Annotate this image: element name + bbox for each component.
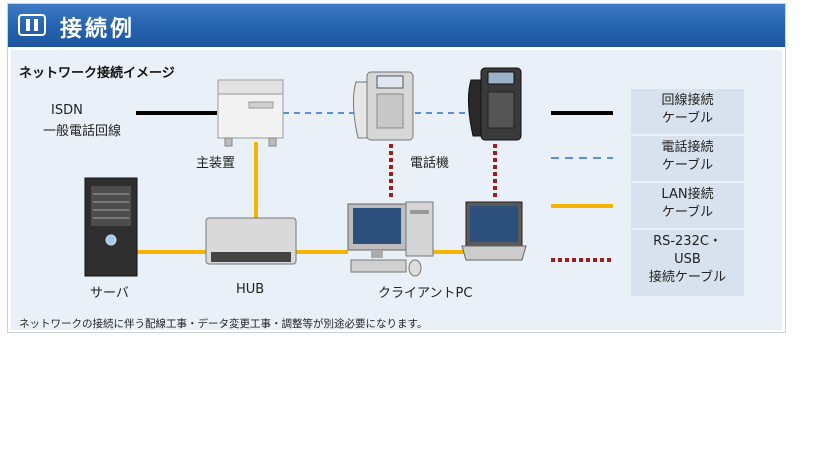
legend-text: 電話接続 (661, 140, 714, 155)
legend-text: LAN接続 (661, 187, 714, 202)
client-pc-icon (347, 201, 434, 277)
legend-text: ケーブル (661, 158, 714, 173)
connection-example-panel: 接続例 ネットワーク接続イメージ (7, 3, 786, 333)
panel-header: 接続例 (8, 4, 785, 47)
legend-text: ケーブル (661, 205, 714, 220)
client-pc-label: クライアントPC (378, 286, 473, 301)
legend-item-line-cable: 回線接続 ケーブル (631, 89, 744, 134)
laptop-icon (461, 201, 527, 261)
diagram-area: ネットワーク接続イメージ (11, 50, 782, 330)
phone-label: 電話機 (410, 156, 450, 171)
server-label: サーバ (90, 286, 129, 301)
legend-text: ケーブル (661, 111, 714, 126)
server-icon (84, 177, 138, 277)
phone-icon-2 (467, 67, 522, 141)
diagram-subtitle: ネットワーク接続イメージ (19, 66, 175, 81)
main-unit-icon (217, 79, 284, 147)
header-icon (18, 14, 46, 36)
legend-text: 接続ケーブル (648, 270, 727, 285)
footnote: ネットワークの接続に伴う配線工事・データ変更工事・調整等が別途必要になります。 (19, 318, 428, 330)
panel-title: 接続例 (60, 17, 136, 42)
hub-icon (205, 217, 297, 265)
phone-line-label: 一般電話回線 (43, 124, 122, 139)
legend-item-rs232-usb-cable: RS-232C・ USB 接続ケーブル (631, 230, 744, 296)
legend-item-phone-cable: 電話接続 ケーブル (631, 136, 744, 181)
legend-item-lan-cable: LAN接続 ケーブル (631, 183, 744, 228)
legend-text: 回線接続 (661, 93, 714, 108)
main-unit-label: 主装置 (196, 156, 236, 171)
legend-text: RS-232C・ (653, 234, 722, 249)
network-diagram (84, 67, 613, 277)
hub-label: HUB (236, 282, 265, 297)
phone-icon-1 (352, 71, 414, 141)
isdn-label: ISDN (51, 103, 83, 118)
legend-text: USB (674, 252, 701, 267)
